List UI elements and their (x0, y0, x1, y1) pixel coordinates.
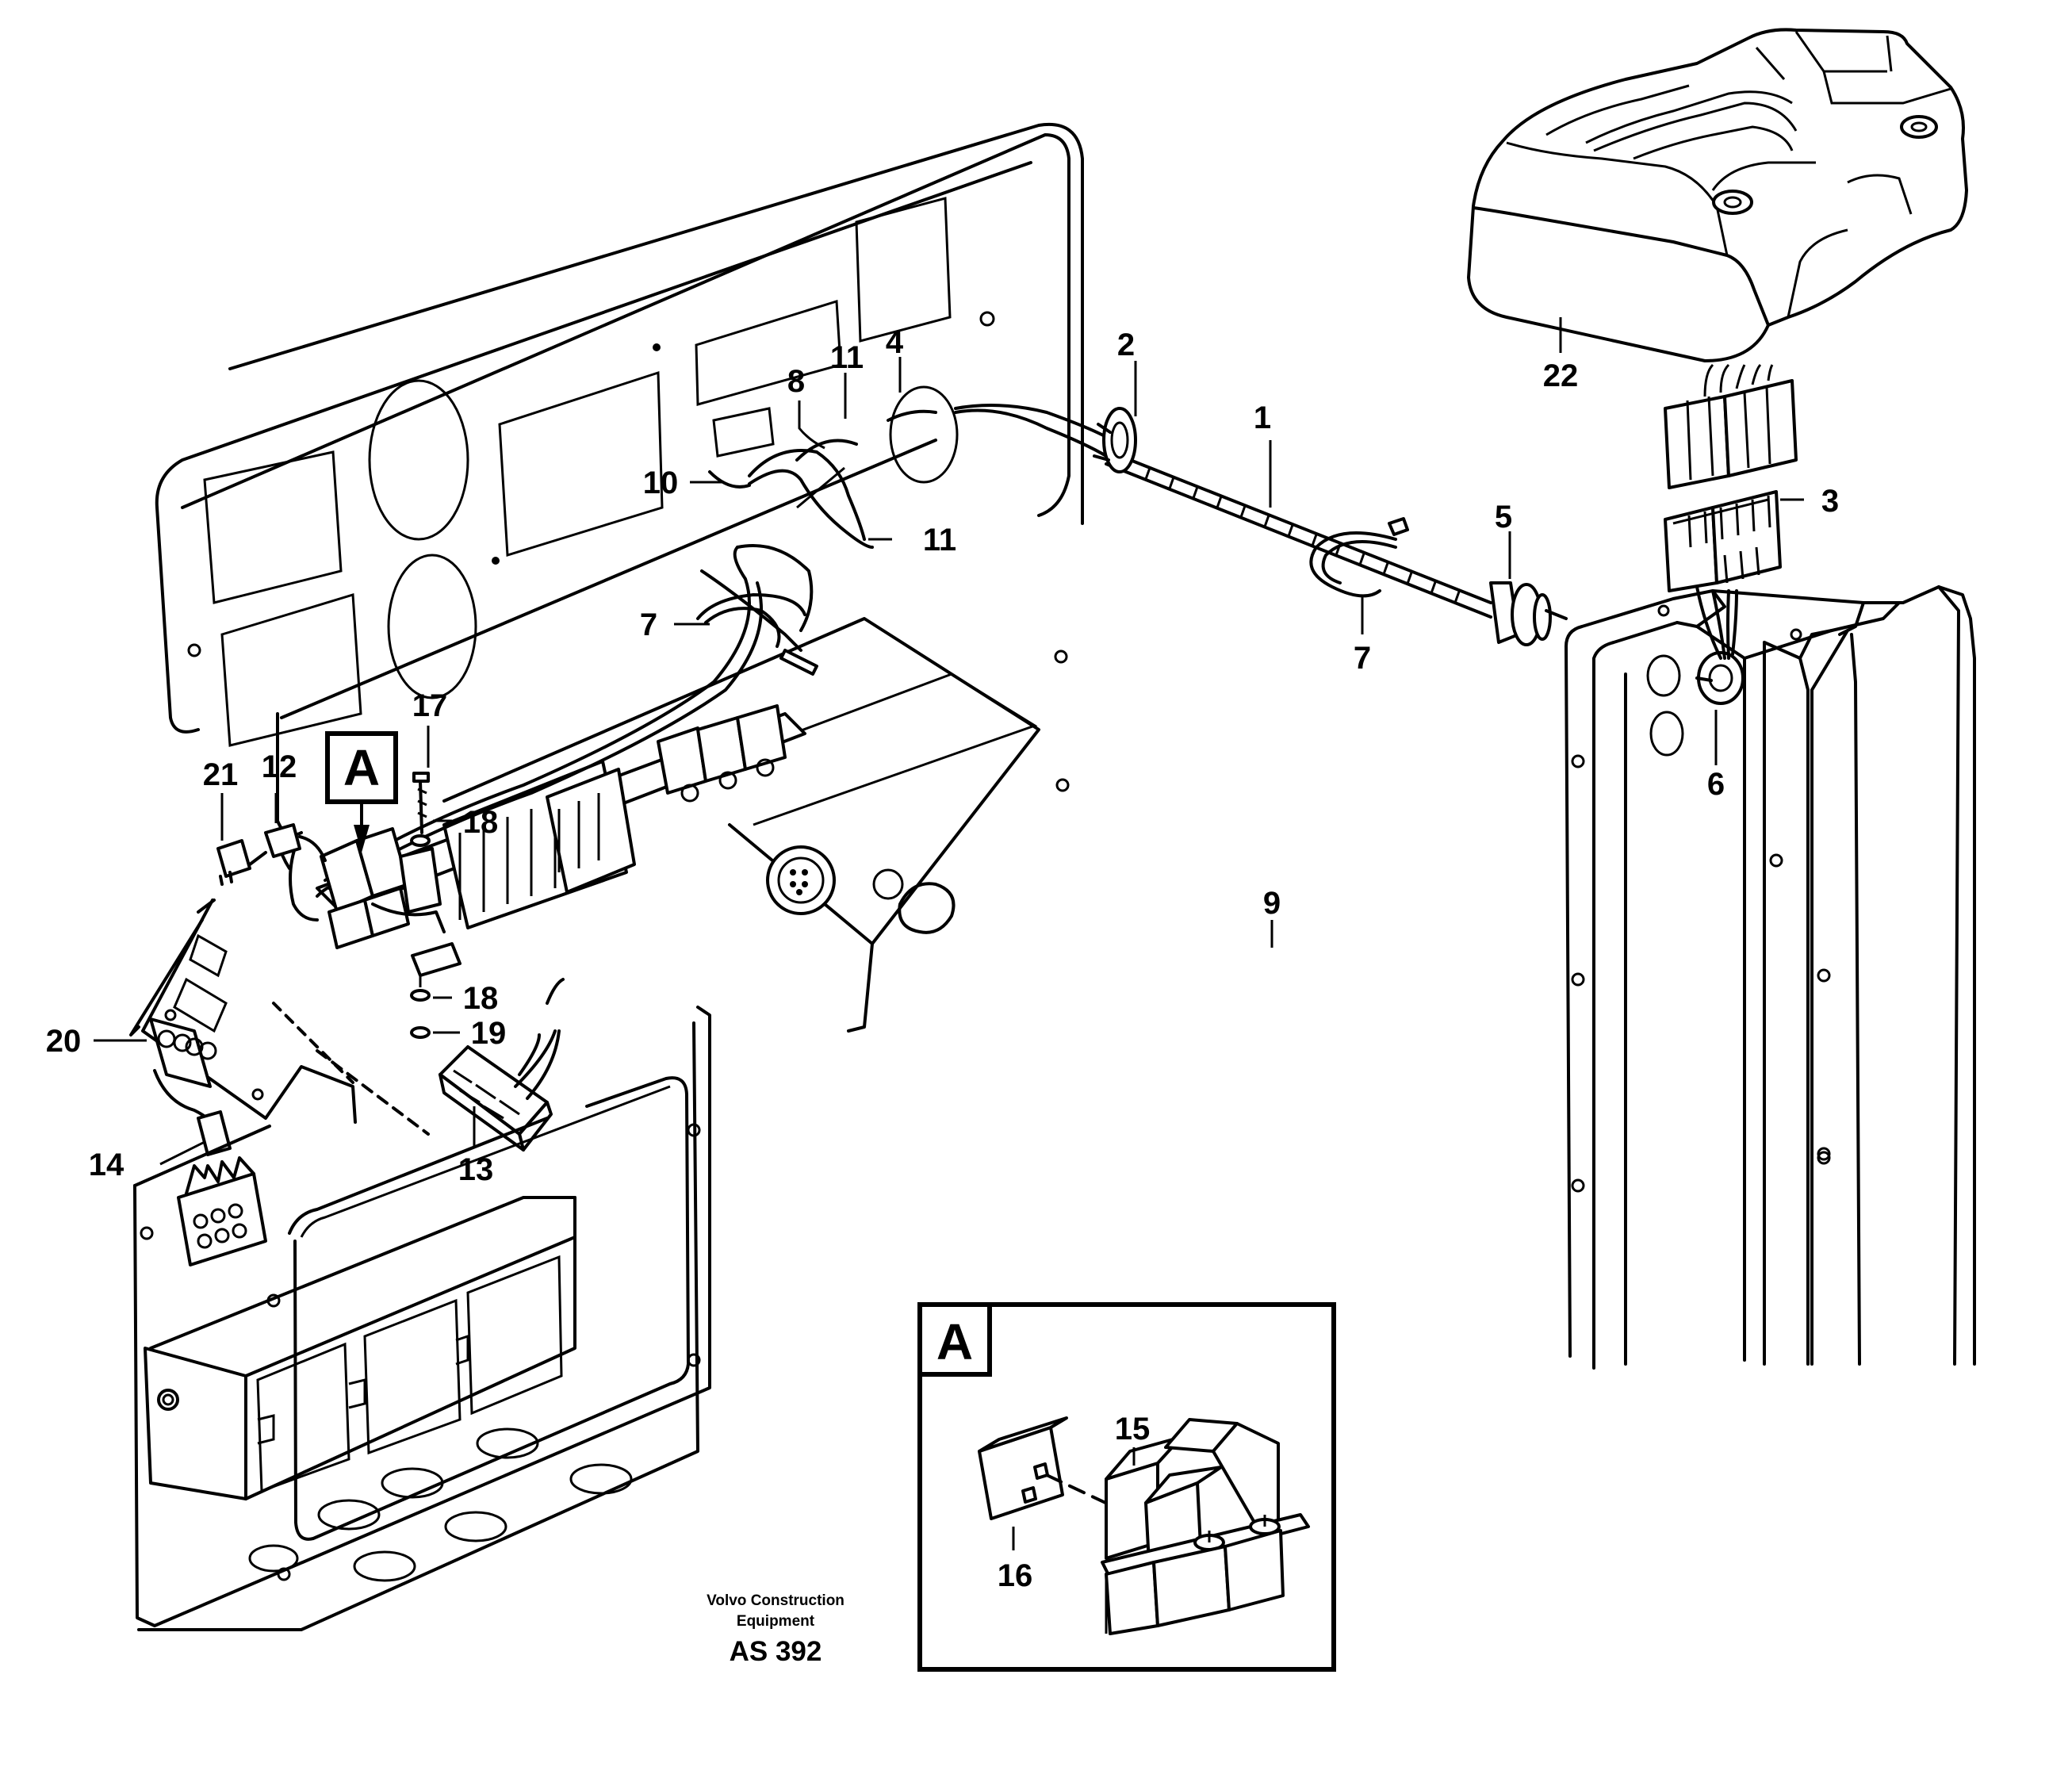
callout-1: 1 (1254, 400, 1271, 435)
callout-16: 16 (998, 1558, 1033, 1593)
detail-marker-label: A (343, 739, 380, 796)
callout-labels: 1 2 3 4 5 6 7 7 8 9 10 11 11 12 13 14 15… (46, 325, 1839, 1593)
connector-3 (1664, 363, 1798, 592)
detail-view-label: A (936, 1313, 973, 1370)
callout-13: 13 (458, 1152, 494, 1187)
callout-15: 15 (1115, 1412, 1151, 1447)
callout-7-left: 7 (640, 607, 657, 642)
callout-19: 19 (471, 1016, 507, 1051)
callout-17: 17 (412, 688, 448, 723)
callout-20: 20 (46, 1024, 82, 1059)
callout-5: 5 (1495, 500, 1512, 535)
callout-11-top: 11 (830, 340, 864, 375)
callout-9: 9 (1263, 886, 1281, 921)
caption-line-2: Equipment (737, 1613, 815, 1630)
callout-18-top: 18 (463, 805, 499, 840)
callout-4: 4 (886, 325, 904, 360)
harness-wiring (276, 404, 1120, 1005)
relay-rail (316, 704, 956, 934)
detail-marker-a: A (325, 731, 398, 853)
lower-box (133, 1006, 711, 1631)
callout-2: 2 (1117, 328, 1135, 362)
callout-11-right: 11 (923, 523, 956, 558)
callout-10: 10 (643, 466, 679, 500)
callout-7-right: 7 (1354, 641, 1371, 676)
dashboard-panel (155, 122, 1084, 1033)
callout-22: 22 (1543, 358, 1579, 393)
steering-column (1565, 585, 1976, 1370)
caption-line-1: Volvo Construction (707, 1592, 845, 1609)
bracket-left (129, 899, 430, 1136)
callout-12: 12 (262, 749, 297, 784)
callout-14: 14 (89, 1148, 124, 1182)
caption-code: AS 392 (730, 1636, 822, 1667)
fuse-holder (177, 1110, 267, 1266)
detail-view-a: A (917, 1302, 1336, 1672)
callout-21: 21 (203, 757, 239, 792)
callout-3: 3 (1821, 484, 1839, 519)
callout-8: 8 (787, 364, 805, 399)
caption: Volvo Construction Equipment AS 392 (707, 1592, 845, 1667)
control-cover (1467, 28, 1968, 362)
callout-6: 6 (1707, 767, 1725, 802)
relay-block (439, 1029, 561, 1151)
leader-lines (94, 317, 1804, 1550)
conduit (1093, 407, 1568, 646)
relay-cluster-left (216, 772, 462, 1039)
callout-18-bottom: 18 (463, 981, 499, 1016)
